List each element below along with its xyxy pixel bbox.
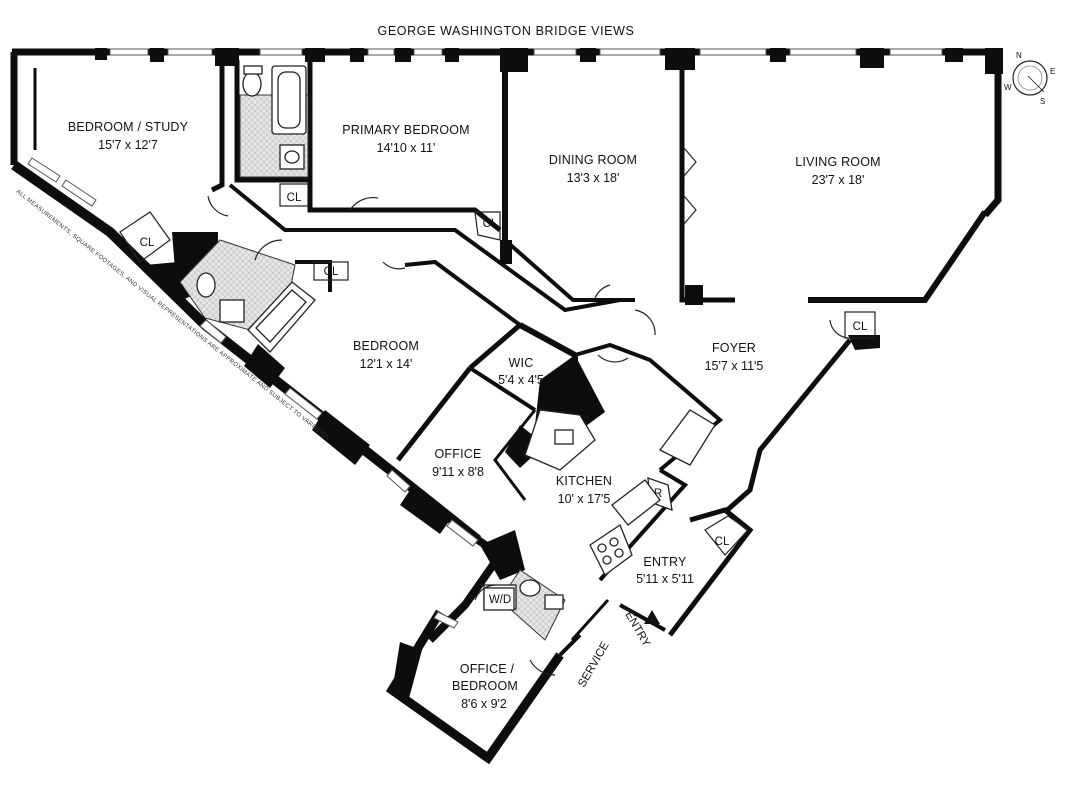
room-dining-name: DINING ROOM: [549, 153, 637, 167]
room-dining-dims: 13'3 x 18': [567, 171, 620, 185]
room-office-name: OFFICE: [434, 447, 481, 461]
refrigerator-label: R: [654, 488, 662, 500]
entry-arrow-icon: [644, 610, 660, 624]
compass-icon: N S E W: [1004, 51, 1055, 106]
room-bedroom-study-dims: 15'7 x 12'7: [98, 138, 158, 152]
washer-dryer-label: W/D: [489, 594, 511, 606]
room-entry-dims: 5'11 x 5'11: [636, 572, 694, 586]
room-wic-dims: 5'4 x 4'5: [498, 373, 544, 387]
doors: [207, 147, 849, 676]
closet-label-entry: CL: [715, 536, 730, 548]
room-bedroom-study-name: BEDROOM / STUDY: [68, 120, 189, 134]
kitchen-fixtures: R: [524, 409, 716, 576]
bathroom-2: [179, 239, 316, 353]
plan-title: GEORGE WASHINGTON BRIDGE VIEWS: [378, 24, 635, 38]
compass-south: S: [1040, 97, 1045, 106]
service-door-label: SERVICE: [576, 640, 612, 690]
north-windows: [109, 48, 943, 56]
closet-label-dining: CL: [483, 218, 498, 230]
room-bedroom-dims: 12'1 x 14': [360, 357, 413, 371]
room-office-dims: 9'11 x 8'8: [432, 465, 484, 479]
room-office-bedroom-dims: 8'6 x 9'2: [461, 697, 507, 711]
room-primary-bedroom-name: PRIMARY BEDROOM: [342, 123, 470, 137]
compass-east: E: [1050, 67, 1055, 76]
room-living-name: LIVING ROOM: [795, 155, 881, 169]
room-entry-name: ENTRY: [643, 555, 687, 569]
room-office-bedroom-name-2: BEDROOM: [452, 679, 518, 693]
room-kitchen-name: KITCHEN: [556, 474, 612, 488]
washer-dryer: [483, 587, 515, 611]
room-foyer-name: FOYER: [712, 341, 756, 355]
bathroom-1: [239, 65, 309, 178]
room-wic-name: WIC: [509, 356, 534, 370]
room-living-dims: 23'7 x 18': [812, 173, 865, 187]
sw-windows: [27, 157, 479, 629]
compass-west: W: [1004, 83, 1012, 92]
room-kitchen-dims: 10' x 17'5: [558, 492, 611, 506]
closet-label-primary: CL: [287, 192, 302, 204]
room-primary-bedroom-dims: 14'10 x 11': [377, 141, 436, 155]
room-office-bedroom-name-1: OFFICE /: [460, 662, 515, 676]
room-foyer-dims: 15'7 x 11'5: [705, 359, 764, 373]
closet-label-foyer: CL: [853, 321, 868, 333]
closet-label-bedroom: CL: [324, 266, 339, 278]
compass-north: N: [1016, 51, 1022, 60]
entry-door-label: ENTRY: [622, 610, 652, 650]
closet-label-bedroom-study: CL: [140, 237, 155, 249]
room-bedroom-name: BEDROOM: [353, 339, 419, 353]
room-labels: BEDROOM / STUDY 15'7 x 12'7 PRIMARY BEDR…: [68, 120, 881, 711]
closets: CL CL CL CL CL CL: [119, 183, 876, 556]
